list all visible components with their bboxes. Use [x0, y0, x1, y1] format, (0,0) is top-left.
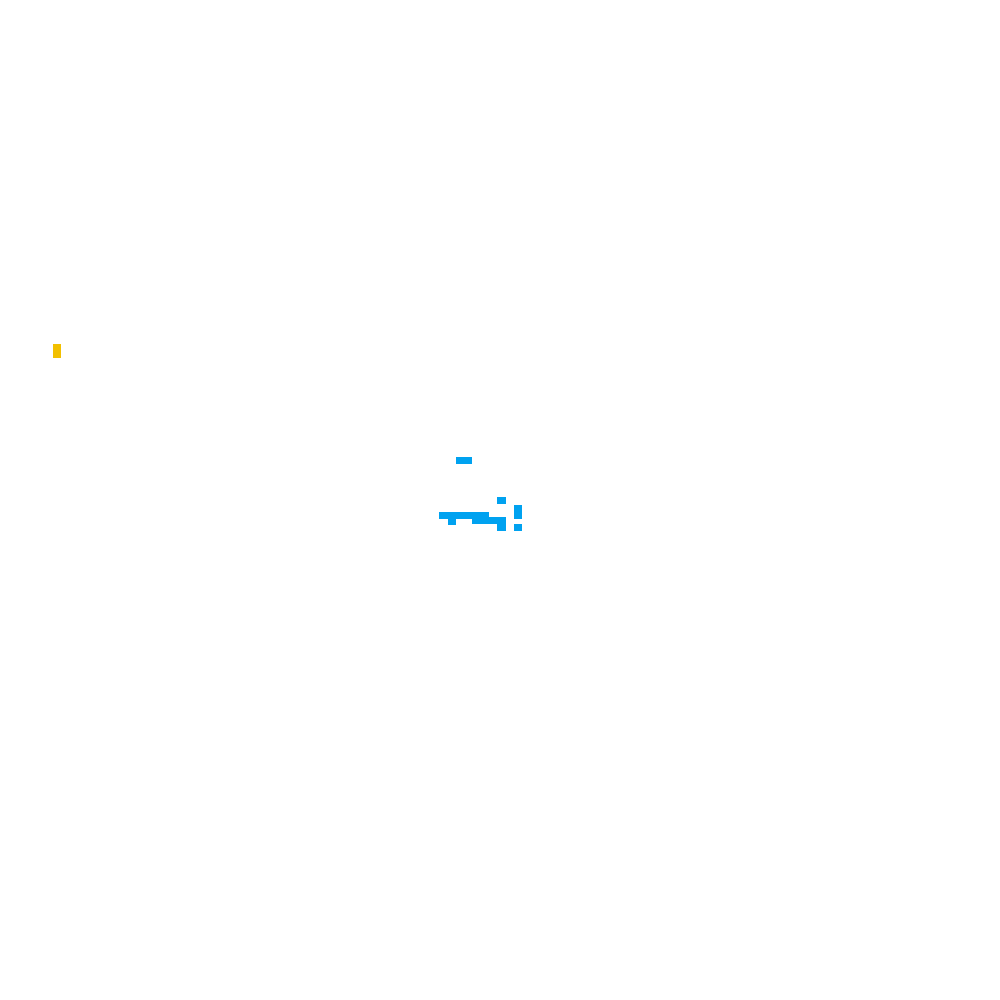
blue-exclamation-stem-icon: [514, 505, 522, 519]
blue-dash-icon: [456, 457, 472, 464]
blue-bar-icon: [439, 512, 489, 519]
yellow-player-block-icon: [53, 344, 61, 358]
blue-drip-icon: [448, 519, 456, 525]
blue-pixel-icon: [497, 497, 506, 504]
blue-drip-icon: [497, 522, 506, 531]
blue-bar-extension-icon: [472, 517, 506, 524]
blue-exclamation-dot-icon: [514, 524, 522, 531]
